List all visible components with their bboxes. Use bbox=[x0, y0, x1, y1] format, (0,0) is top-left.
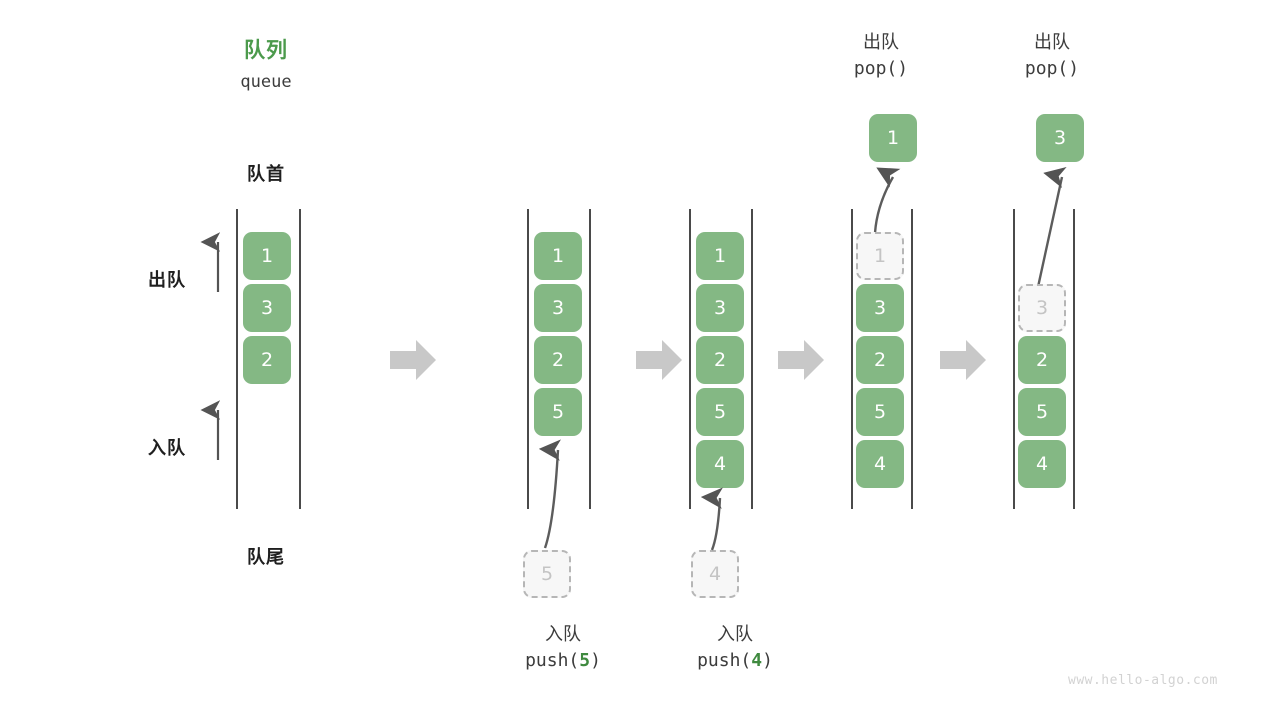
queue-cell: 1 bbox=[243, 232, 291, 280]
queue-cell: 4 bbox=[696, 440, 744, 488]
push-code-arg: 4 bbox=[751, 649, 763, 671]
popped-ghost-cell: 1 bbox=[856, 232, 904, 280]
push-code-post: ) bbox=[590, 649, 601, 671]
push-caption-code: push(5) bbox=[488, 648, 638, 674]
push-caption-step-3: 入队 push(4) bbox=[655, 622, 815, 673]
pop-header-step-5: 出队 pop() bbox=[977, 30, 1127, 81]
rail-left-step-1 bbox=[236, 209, 238, 509]
queue-cell: 5 bbox=[856, 388, 904, 436]
incoming-ghost-cell: 5 bbox=[523, 550, 571, 598]
enqueue-direction-label: 入队 bbox=[148, 438, 186, 458]
rail-right-step-1 bbox=[299, 209, 301, 509]
dequeue-direction-arrow bbox=[200, 232, 221, 292]
queue-cell: 3 bbox=[243, 284, 291, 332]
push-code-arg: 5 bbox=[579, 649, 591, 671]
step-connector-arrow bbox=[390, 340, 436, 380]
queue-cell: 2 bbox=[696, 336, 744, 384]
dequeue-direction-label: 出队 bbox=[148, 270, 186, 290]
queue-cell: 5 bbox=[1018, 388, 1066, 436]
rail-right-step-3 bbox=[751, 209, 753, 509]
push-arrow-step-3 bbox=[700, 487, 723, 551]
pop-header-code: pop() bbox=[853, 57, 909, 79]
enqueue-direction-arrow bbox=[200, 400, 221, 460]
popped-cell: 3 bbox=[1036, 114, 1084, 162]
queue-cell: 2 bbox=[856, 336, 904, 384]
queue-cell: 3 bbox=[534, 284, 582, 332]
rail-right-step-2 bbox=[589, 209, 591, 509]
push-caption-code: push(4) bbox=[655, 648, 815, 674]
push-code-post: ) bbox=[762, 649, 773, 671]
queue-title-cn: 队列 bbox=[244, 39, 288, 62]
watermark: www.hello-algo.com bbox=[1068, 673, 1218, 688]
push-arrow-step-2 bbox=[538, 439, 561, 549]
incoming-ghost-cell: 4 bbox=[691, 550, 739, 598]
rail-left-step-3 bbox=[689, 209, 691, 509]
pop-header-step-4: 出队 pop() bbox=[806, 30, 956, 81]
push-caption-cn: 入队 bbox=[545, 624, 581, 644]
push-caption-step-2: 入队 push(5) bbox=[488, 622, 638, 673]
queue-title-en: queue bbox=[240, 72, 292, 92]
pop-header-cn: 出队 bbox=[1034, 32, 1070, 52]
queue-cell: 1 bbox=[696, 232, 744, 280]
rail-left-step-4 bbox=[851, 209, 853, 509]
popped-ghost-cell: 3 bbox=[1018, 284, 1066, 332]
rail-left-step-5 bbox=[1013, 209, 1015, 509]
queue-cell: 3 bbox=[856, 284, 904, 332]
front-label: 队首 bbox=[247, 164, 285, 184]
rail-right-step-4 bbox=[911, 209, 913, 509]
queue-cell: 5 bbox=[534, 388, 582, 436]
rail-right-step-5 bbox=[1073, 209, 1075, 509]
push-caption-cn: 入队 bbox=[717, 624, 753, 644]
queue-cell: 1 bbox=[534, 232, 582, 280]
step-connector-arrow bbox=[940, 340, 986, 380]
queue-cell: 2 bbox=[1018, 336, 1066, 384]
push-code-pre: push( bbox=[697, 649, 752, 671]
rear-label: 队尾 bbox=[247, 547, 285, 567]
step-connector-arrow bbox=[778, 340, 824, 380]
pop-arrow-step-5 bbox=[1036, 166, 1067, 288]
pop-header-code: pop() bbox=[1024, 57, 1080, 79]
step-connector-arrow bbox=[636, 340, 682, 380]
queue-cell: 5 bbox=[696, 388, 744, 436]
push-code-pre: push( bbox=[525, 649, 580, 671]
popped-cell: 1 bbox=[869, 114, 917, 162]
queue-cell: 3 bbox=[696, 284, 744, 332]
queue-cell: 2 bbox=[243, 336, 291, 384]
rail-left-step-2 bbox=[527, 209, 529, 509]
queue-cell: 2 bbox=[534, 336, 582, 384]
queue-cell: 4 bbox=[856, 440, 904, 488]
pop-arrow-step-4 bbox=[873, 167, 901, 234]
queue-cell: 4 bbox=[1018, 440, 1066, 488]
pop-header-cn: 出队 bbox=[863, 32, 899, 52]
